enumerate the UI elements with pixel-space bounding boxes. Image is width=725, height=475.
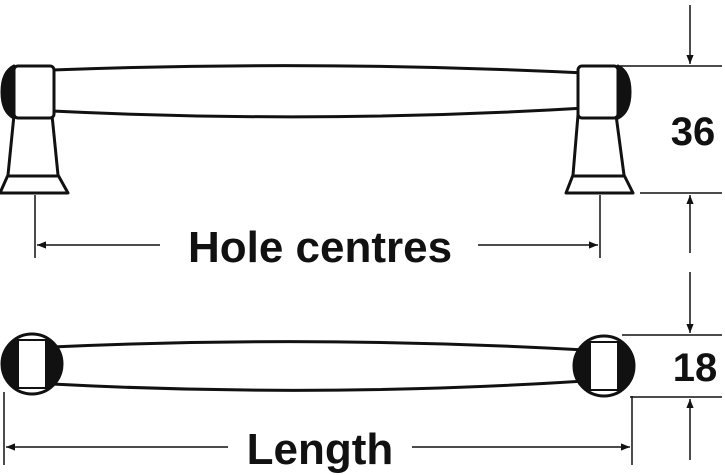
height-dimension (620, 5, 722, 253)
left-post-ring (0, 64, 16, 120)
handle-side-view (0, 64, 635, 195)
right-post-cap (576, 64, 620, 120)
hole-centres-dimension (34, 195, 601, 258)
left-post-cap (12, 64, 56, 120)
depth-label: 18 (673, 346, 718, 390)
right-post-base (564, 113, 635, 195)
length-label: Length (247, 425, 394, 474)
left-post-base (0, 113, 70, 195)
height-label: 36 (671, 110, 716, 154)
handle-bar-top (50, 340, 587, 392)
handle-bar-side (50, 64, 587, 119)
length-dimension (3, 392, 633, 465)
depth-dimension (622, 272, 722, 460)
right-post-ring (616, 64, 632, 120)
hole-centres-label: Hole centres (188, 223, 452, 272)
handle-top-view (0, 332, 636, 398)
